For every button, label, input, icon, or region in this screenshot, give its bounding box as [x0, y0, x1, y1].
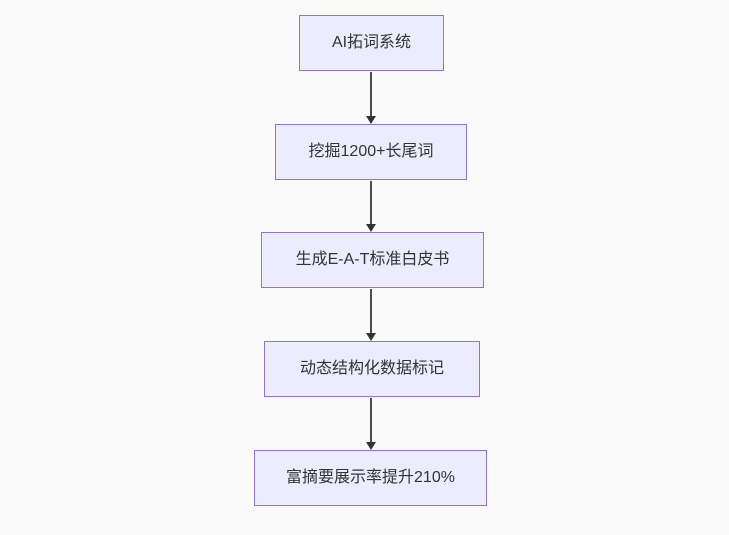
flow-arrow-1	[366, 72, 376, 124]
flowchart-node-ai-expansion-system: AI拓词系统	[299, 15, 444, 71]
flow-arrow-2	[366, 181, 376, 232]
node-label: AI拓词系统	[331, 34, 412, 51]
arrowhead-down-icon	[366, 116, 376, 124]
arrow-line	[370, 72, 372, 116]
node-label: 富摘要展示率提升210%	[286, 469, 455, 486]
node-label: 生成E-A-T标准白皮书	[295, 251, 450, 268]
node-label: 动态结构化数据标记	[299, 360, 444, 377]
flow-arrow-3	[366, 289, 376, 341]
arrow-line	[370, 398, 372, 442]
flowchart-node-eat-whitepaper: 生成E-A-T标准白皮书	[261, 232, 484, 288]
arrow-line	[370, 289, 372, 333]
arrowhead-down-icon	[366, 224, 376, 232]
flow-arrow-4	[366, 398, 376, 450]
arrow-line	[370, 181, 372, 224]
flowchart-node-longtail-mining: 挖掘1200+长尾词	[275, 124, 467, 180]
flowchart-node-structured-data-markup: 动态结构化数据标记	[264, 341, 480, 397]
node-label: 挖掘1200+长尾词	[308, 143, 434, 160]
arrowhead-down-icon	[366, 333, 376, 341]
arrowhead-down-icon	[366, 442, 376, 450]
flowchart-node-rich-snippet-result: 富摘要展示率提升210%	[254, 450, 487, 506]
